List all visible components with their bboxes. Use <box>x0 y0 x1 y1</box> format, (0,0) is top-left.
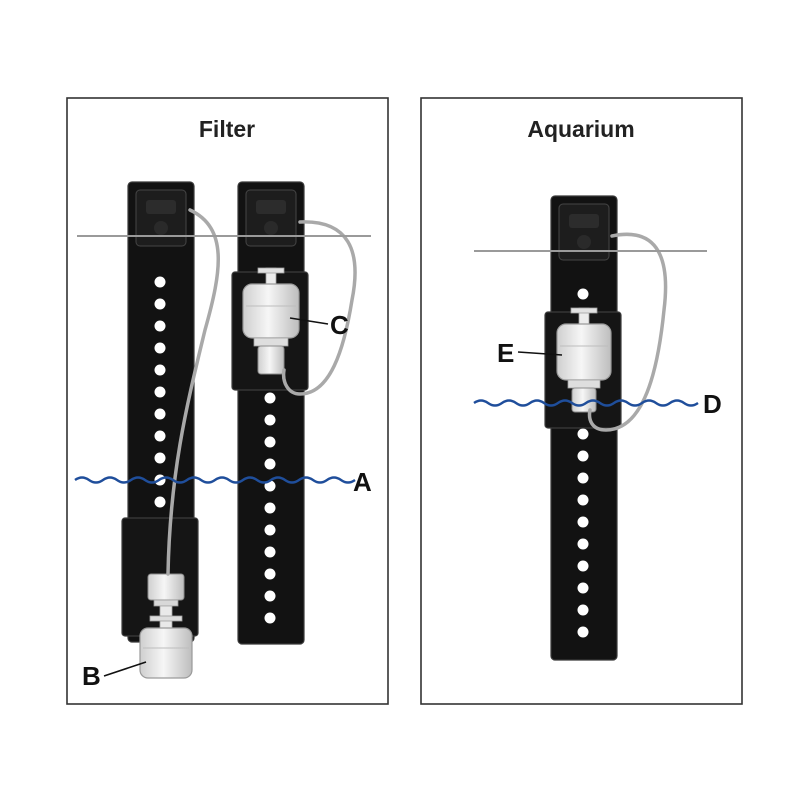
label-c: C <box>330 310 349 340</box>
float-switch-c-assembly <box>231 267 309 391</box>
filter-panel <box>66 97 389 705</box>
aquarium-panel-title: Aquarium <box>527 116 634 142</box>
leader-c <box>289 317 329 325</box>
cable-b <box>166 208 221 576</box>
aquarium-water-line <box>473 399 699 407</box>
leader-e <box>517 351 563 356</box>
filter-right-bracket <box>237 181 305 645</box>
float-switch-e-assembly <box>544 307 622 429</box>
cable-e <box>587 232 668 432</box>
leader-b <box>103 661 147 677</box>
bracket-holes <box>577 288 589 638</box>
float-switch-b-assembly <box>121 517 199 679</box>
cable-c <box>281 220 357 396</box>
label-d: D <box>703 389 722 419</box>
filter-water-line <box>74 476 356 484</box>
label-b: B <box>82 661 101 691</box>
label-e: E <box>497 338 514 368</box>
bracket-holes <box>264 392 276 624</box>
filter-panel-title: Filter <box>199 116 255 142</box>
label-a: A <box>353 467 372 497</box>
